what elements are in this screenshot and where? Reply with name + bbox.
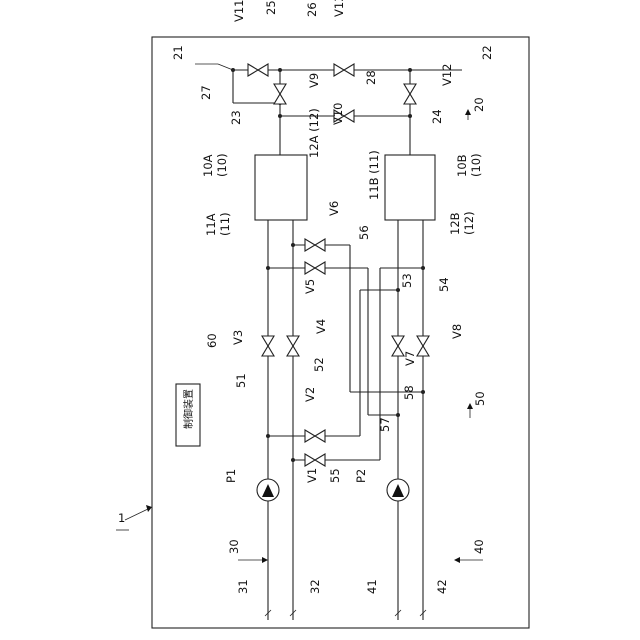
label-v10: V10 <box>331 102 345 125</box>
label-12b-sub: (12) <box>462 211 476 235</box>
valve-v4 <box>287 336 299 356</box>
label-1: 1 <box>118 511 125 525</box>
label-v4: V4 <box>314 319 328 334</box>
label-50: 50 <box>473 391 487 406</box>
label-51: 51 <box>234 373 248 388</box>
label-27: 27 <box>199 85 213 100</box>
label-v12: V12 <box>440 63 454 86</box>
pump-p1 <box>257 479 279 501</box>
valve-v13 <box>334 64 354 76</box>
label-23: 23 <box>229 110 243 125</box>
label-55: 55 <box>328 468 342 483</box>
label-v11: V11 <box>232 0 246 22</box>
label-42: 42 <box>435 579 449 594</box>
junction-dot <box>291 458 295 462</box>
label-21: 21 <box>171 45 185 60</box>
junction-dot <box>231 68 235 72</box>
valve-v2 <box>305 430 325 442</box>
label-60: 60 <box>205 333 219 348</box>
label-p1: P1 <box>224 469 238 483</box>
valve-v9 <box>274 84 286 104</box>
label-30: 30 <box>227 539 241 554</box>
unit-10b <box>385 155 435 220</box>
break-mark <box>265 610 426 616</box>
label-52: 52 <box>312 357 326 372</box>
label-20: 20 <box>472 97 486 112</box>
label-v7: V7 <box>403 351 417 366</box>
label-12a: 12A (12) <box>307 108 321 158</box>
label-v8: V8 <box>450 324 464 339</box>
label-11a: 11A <box>204 213 218 236</box>
valve-v6 <box>305 239 325 251</box>
label-57: 57 <box>378 417 392 432</box>
junction-dot <box>408 114 412 118</box>
junction-dot <box>278 68 282 72</box>
arrow-30 <box>238 557 268 563</box>
label-v5: V5 <box>303 279 317 294</box>
label-56: 56 <box>357 225 371 240</box>
label-10b-sub: (10) <box>469 153 483 177</box>
valve-v12 <box>404 84 416 104</box>
leader-21b <box>218 64 233 70</box>
label-v6: V6 <box>327 201 341 216</box>
label-10a-sub: (10) <box>215 153 229 177</box>
junction-dot <box>421 390 425 394</box>
valve-v5 <box>305 262 325 274</box>
arrow-20 <box>465 109 471 120</box>
junction-dot <box>291 243 295 247</box>
label-11b: 11B (11) <box>367 150 381 200</box>
label-31: 31 <box>236 579 250 594</box>
label-54: 54 <box>437 277 451 292</box>
valve-v1 <box>305 454 325 466</box>
label-22: 22 <box>480 45 494 60</box>
label-28: 28 <box>364 70 378 85</box>
label-58: 58 <box>402 385 416 400</box>
label-p2: P2 <box>354 469 368 483</box>
controller-label: 制御装置 <box>182 389 195 429</box>
arrow-40 <box>454 557 483 563</box>
junction-dot <box>278 114 282 118</box>
label-10b: 10B <box>455 154 469 177</box>
label-25: 25 <box>264 0 278 15</box>
label-v13: V13 <box>332 0 346 17</box>
valve-v11 <box>248 64 268 76</box>
pump-p2 <box>387 479 409 501</box>
label-24: 24 <box>430 109 444 124</box>
junction-dot <box>266 266 270 270</box>
valve-v8 <box>417 336 429 356</box>
label-10a: 10A <box>201 154 215 177</box>
label-53: 53 <box>400 273 414 288</box>
junction-dot <box>396 413 400 417</box>
label-26: 26 <box>305 2 319 17</box>
valve-v3 <box>262 336 274 356</box>
label-41: 41 <box>365 579 379 594</box>
label-12b: 12B <box>448 212 462 235</box>
junction-dot <box>421 266 425 270</box>
junction-dot <box>266 434 270 438</box>
label-32: 32 <box>308 579 322 594</box>
label-40: 40 <box>472 539 486 554</box>
label-v9: V9 <box>307 73 321 88</box>
label-v2: V2 <box>303 387 317 402</box>
unit-10a <box>255 155 307 220</box>
label-11a-sub: (11) <box>218 212 232 236</box>
label-v1: V1 <box>305 468 319 483</box>
label-v3: V3 <box>231 330 245 345</box>
junction-dot <box>408 68 412 72</box>
